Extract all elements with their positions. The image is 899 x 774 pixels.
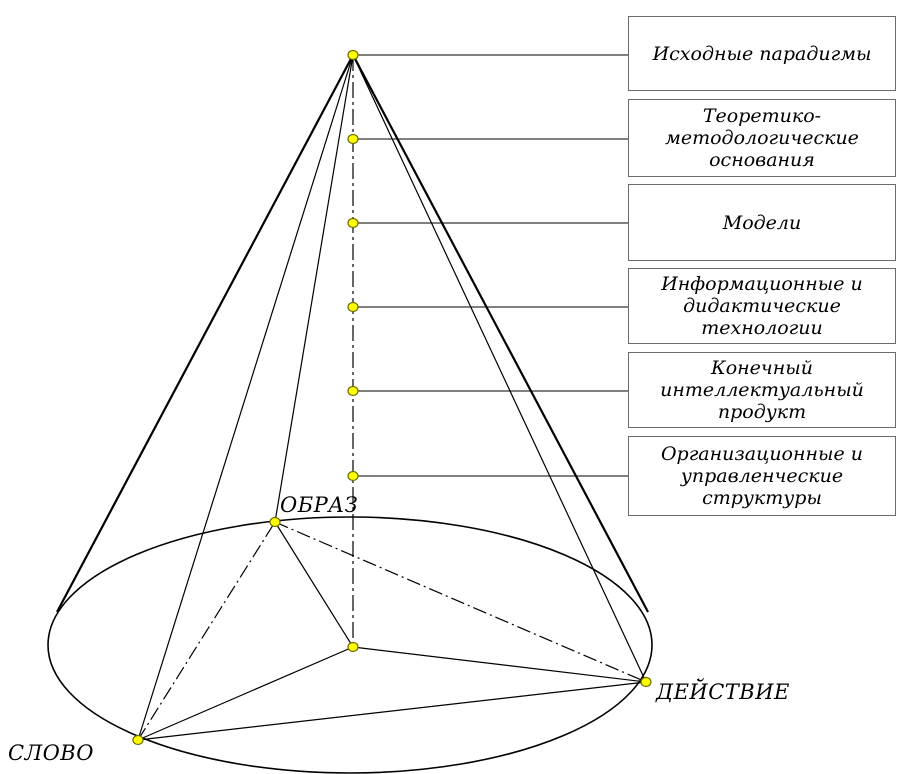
slovo-to-obraz [137, 521, 276, 741]
node-level-4 [347, 301, 359, 313]
level-label-3: Модели [722, 211, 802, 234]
node-obraz [269, 516, 281, 528]
cone-left-edge [56, 54, 354, 613]
level-box-2: Теоретико-методологические основания [628, 99, 896, 177]
level-box-6: Организационные и управленческие структу… [628, 436, 896, 516]
node-apex [347, 49, 359, 61]
node-deystvie [640, 676, 652, 688]
vertex-label-obraz: ОБРАЗ [280, 493, 359, 517]
apex-to-obraz [274, 54, 354, 523]
level-label-6: Организационные и управленческие структу… [660, 443, 864, 509]
cone-right-edge [352, 54, 649, 613]
center-to-slovo [137, 646, 354, 741]
slovo-to-deystvie [137, 681, 647, 741]
cone-base-ellipse [47, 516, 653, 774]
apex-to-slovo [137, 54, 354, 741]
center-to-deystvie [352, 646, 647, 683]
level-box-1: Исходные парадигмы [628, 16, 896, 91]
obraz-to-deystvie [274, 521, 647, 683]
level-label-1: Исходные парадигмы [652, 42, 872, 65]
level-box-4: Информационные и дидактические технологи… [628, 268, 896, 344]
center-to-obraz [274, 521, 354, 648]
level-label-2: Теоретико-методологические основания [665, 105, 859, 171]
node-level-5 [347, 385, 359, 397]
node-center [347, 641, 359, 653]
level-box-3: Модели [628, 184, 896, 261]
level-label-4: Информационные и дидактические технологи… [661, 273, 863, 339]
level-box-5: Конечный интеллектуальный продукт [628, 352, 896, 428]
vertex-label-deystvie: ДЕЙСТВИЕ [656, 680, 790, 704]
level-label-5: Конечный интеллектуальный продукт [660, 357, 864, 423]
node-level-2 [347, 133, 359, 145]
vertex-label-slovo: СЛОВО [8, 741, 94, 765]
node-slovo [132, 734, 144, 746]
node-level-6 [347, 470, 359, 482]
apex-to-deystvie [352, 54, 647, 683]
node-level-3 [347, 217, 359, 229]
